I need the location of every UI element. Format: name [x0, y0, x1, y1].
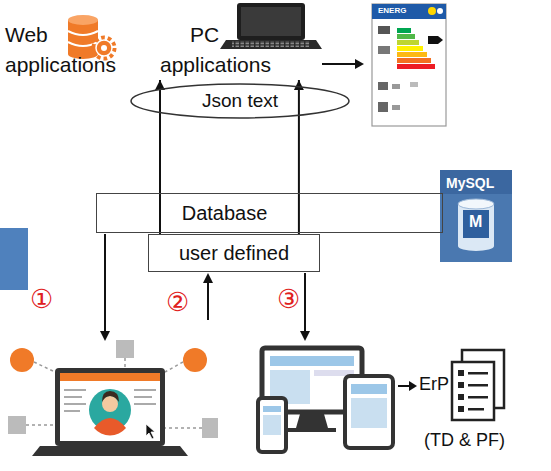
database-icon	[68, 15, 114, 59]
data-ellipse: Json text	[130, 83, 350, 119]
side-tab	[0, 228, 28, 290]
doc-label: ErP	[419, 374, 449, 395]
node-text: Database	[182, 201, 268, 225]
node-text: Web applications	[5, 20, 116, 80]
label-brand: ENERG	[378, 6, 406, 15]
application-label: PC applications	[160, 20, 311, 80]
node-text: user defined	[179, 241, 289, 265]
process-box: user defined	[148, 234, 320, 272]
node-text: Json text	[202, 90, 278, 112]
logo-letter: M	[469, 213, 482, 231]
node-text: PC applications	[160, 20, 271, 80]
connector-arrow	[155, 80, 165, 234]
user-laptop-illustration	[8, 340, 218, 456]
documents-icon	[452, 350, 504, 420]
mysql-icon	[440, 170, 512, 262]
arrow	[398, 381, 417, 391]
database-band: Database	[96, 193, 443, 233]
callout-number: ③	[277, 285, 300, 315]
laptop-icon	[220, 3, 322, 49]
energy-label-icon	[372, 4, 446, 126]
doc-label: (TD & PF)	[424, 430, 505, 451]
connector-arrow	[294, 80, 304, 234]
callout-number: ①	[30, 285, 53, 315]
logo-text: MySQL	[446, 175, 494, 191]
devices-illustration	[258, 348, 393, 452]
callout-number: ②	[166, 288, 189, 318]
flow-arrow	[100, 234, 310, 341]
arrow	[322, 59, 364, 69]
application-label: Web applications	[5, 20, 171, 80]
